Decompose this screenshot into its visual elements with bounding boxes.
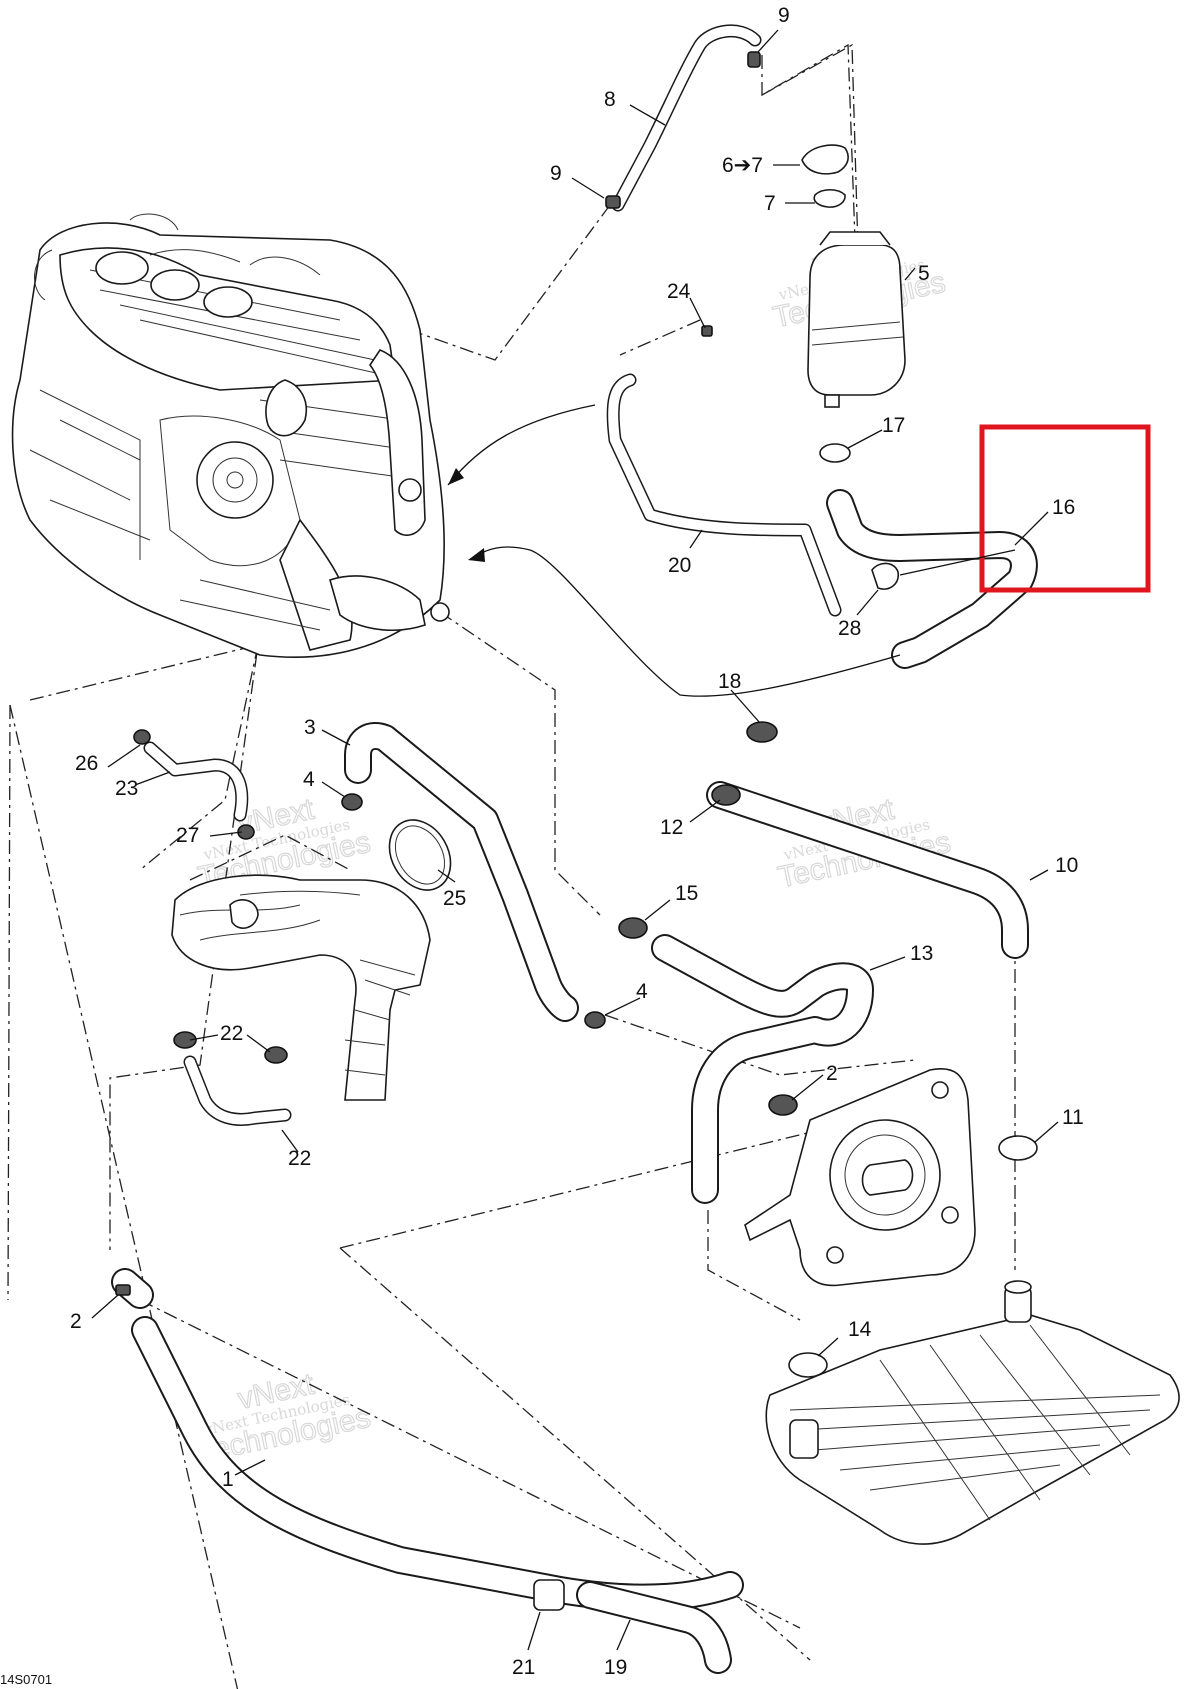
cap-gasket [813,188,846,208]
coupler [533,1579,565,1611]
exhaust-manifold [171,874,431,1101]
callout-15: 15 [675,882,698,905]
hose-clamp [871,562,899,590]
callout-11: 11 [1062,1106,1084,1129]
hose-clamp [998,1135,1038,1161]
callout-27: 21 [512,1656,535,1679]
callout-26: 19 [604,1656,627,1679]
intercooler-plate [765,1280,1180,1545]
callout-10: 10 [1055,854,1078,877]
callout-4: 4 [303,768,315,791]
callout-25: 25 [443,887,466,910]
hose-clamp [173,1031,197,1049]
highlight-box [979,424,1151,593]
callout-13: 13 [910,942,933,965]
callout-9: 9 [550,162,562,185]
figure-code: 14S0701 [0,1672,52,1687]
callout-17: 17 [882,414,905,437]
hose-clamp [746,721,778,743]
callout-5: 5 [918,262,930,285]
engine-assembly [11,213,450,658]
hose-clamp [341,793,363,811]
hose-clamp [115,1284,131,1296]
hose-clamp [747,51,761,68]
callout-12: 12 [660,816,683,839]
callout-labels: 9 8 9 6➔7 7 5 24 17 16 20 28 18 10 12 3 … [70,4,1084,1679]
hose-clamp [618,917,648,939]
hose-clamp [264,1046,288,1064]
callout-4: 4 [636,980,648,1003]
callout-19: 20 [668,554,691,577]
arrow-head [468,548,485,562]
callout-1: 1 [222,1468,234,1491]
hose-group [111,24,1038,1674]
hose-clamp [768,1094,798,1116]
callout-20: 24 [667,280,691,303]
pump-housing [744,1068,976,1287]
hose-clamp [584,1011,606,1029]
callout-7: 7 [764,192,776,215]
callout-16: 16 [1052,496,1075,519]
callout-22: 27 [176,824,199,847]
gasket [388,819,452,891]
callout-3: 3 [304,716,316,739]
callout-24: 22 [220,1022,243,1045]
callout-21: 23 [115,777,138,800]
hose-clamp [605,195,621,209]
callout-23: 22 [288,1147,311,1170]
callout-2: 2 [70,1310,82,1333]
callout-8: 8 [604,88,616,111]
hose-clamp [133,729,151,745]
callout-2: 2 [826,1062,838,1085]
callout-14: 14 [848,1318,872,1341]
callout-9: 9 [778,4,790,27]
callout-18: 18 [718,670,741,693]
small-parts [115,51,1038,1611]
arrow-head [448,468,464,485]
callout-leaders [91,29,1059,1651]
callout-28: 28 [838,617,861,640]
coolant-reservoir [807,231,906,408]
callout-6-7: 6➔7 [722,154,763,177]
callout-22: 26 [75,752,98,775]
hose-clamp [819,443,851,463]
fitting [701,325,713,337]
reservoir-cap [801,144,849,175]
hose-clamp [788,1352,828,1378]
flow-arrows [447,404,901,697]
